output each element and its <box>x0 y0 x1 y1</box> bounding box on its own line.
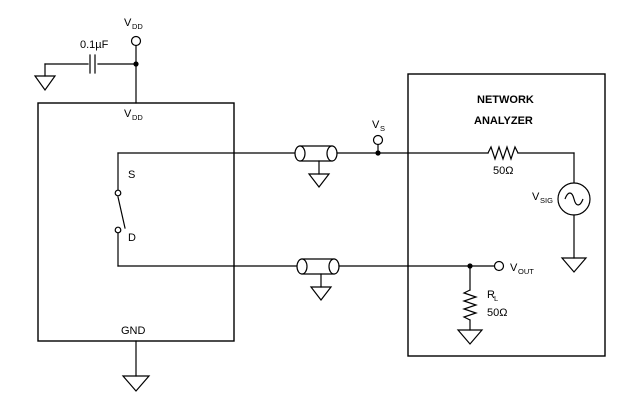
switch-s-label: S <box>128 169 135 181</box>
vout-label: V <box>510 262 518 274</box>
vdd-terminal-top: V DD <box>124 17 143 47</box>
vs-terminal <box>372 134 384 146</box>
rl-value-label: 50Ω <box>487 307 507 319</box>
ground-symbol <box>121 375 151 392</box>
vdd-pin-label: V <box>124 108 132 120</box>
switch-d-label: D <box>128 232 136 244</box>
source-resistor-value: 50Ω <box>493 165 513 177</box>
gnd-pin-label: GND <box>121 325 146 337</box>
network-analyzer-title-line2: ANALYZER <box>474 115 533 127</box>
vsig-label: V <box>532 191 540 203</box>
resistor-symbol <box>462 289 478 321</box>
rl-label: R <box>487 289 495 301</box>
rl-subscript: L <box>494 294 498 303</box>
coax-connector-symbol <box>296 258 340 301</box>
ac-source-symbol <box>557 182 591 216</box>
vdd-top-label: V <box>124 17 132 29</box>
vsig-subscript: SIG <box>540 196 553 205</box>
coax-connector-symbol <box>294 145 338 188</box>
vdd-pin-subscript: DD <box>132 113 143 122</box>
network-analyzer-title-line1: NETWORK <box>477 94 534 106</box>
ground-symbol <box>560 257 588 273</box>
vs-label: V <box>372 119 380 131</box>
network-analyzer-box <box>407 73 606 357</box>
ground-symbol <box>33 75 57 92</box>
vs-subscript: S <box>380 124 385 133</box>
switch-d-contact <box>114 226 122 234</box>
resistor-symbol <box>487 145 519 161</box>
ground-symbol <box>456 329 484 345</box>
vout-subscript: OUT <box>518 267 534 276</box>
switch-s-contact <box>114 189 122 197</box>
vdd-top-subscript: DD <box>132 22 143 31</box>
device-under-test-box <box>37 102 235 342</box>
capacitor-value-label: 0.1µF <box>80 39 109 51</box>
switch-blade <box>117 196 126 229</box>
capacitor-symbol <box>89 54 96 74</box>
vout-terminal <box>493 260 505 272</box>
